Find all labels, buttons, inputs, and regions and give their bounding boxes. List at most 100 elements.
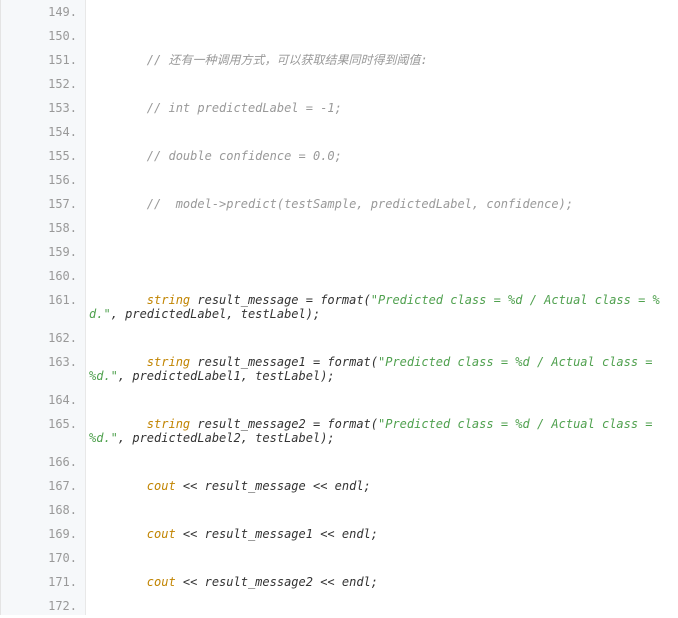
line-number: 168. [48, 503, 77, 517]
code-line: 167. cout << result_message << endl; [1, 474, 678, 498]
code-text: ​ [77, 546, 678, 570]
line-number: 159. [48, 245, 77, 259]
line-number: 172. [48, 599, 77, 613]
line-number-gutter [1, 0, 86, 615]
line-number: 166. [48, 455, 77, 469]
code-token: , predictedLabel1, testLabel); [117, 369, 335, 383]
code-keyword: string [146, 417, 191, 431]
code-line: 165. string result_message2 = format("Pr… [1, 412, 678, 450]
code-token: << result_message << endl; [175, 479, 371, 493]
code-line: 152.​ [1, 72, 678, 96]
code-text: cout << result_message << endl; [77, 474, 678, 498]
line-number: 153. [48, 101, 77, 115]
code-token [89, 355, 147, 369]
code-token [89, 293, 147, 307]
code-line: 149.​ [1, 0, 678, 24]
code-text: // double confidence = 0.0; [77, 144, 678, 168]
code-text: ​ [77, 264, 678, 288]
code-comment: // 还有一种调用方式，可以获取结果同时得到阈值: [89, 53, 428, 67]
code-token: result_message1 = format( [190, 355, 378, 369]
line-number: 170. [48, 551, 77, 565]
code-line: 172.​ [1, 594, 678, 618]
line-number: 161. [48, 293, 77, 307]
code-line: 162.​ [1, 326, 678, 350]
code-token: result_message2 = format( [190, 417, 378, 431]
code-line: 166.​ [1, 450, 678, 474]
code-keyword: cout [146, 575, 176, 589]
code-line: 150.​ [1, 24, 678, 48]
code-text: string result_message2 = format("Predict… [77, 412, 678, 450]
code-text: // 还有一种调用方式，可以获取结果同时得到阈值: [77, 48, 678, 72]
code-comment: // int predictedLabel = -1; [89, 101, 342, 115]
code-token: , predictedLabel2, testLabel); [117, 431, 335, 445]
line-number: 150. [48, 29, 77, 43]
code-text: ​ [77, 594, 678, 618]
code-token [89, 479, 147, 493]
code-text: // int predictedLabel = -1; [77, 96, 678, 120]
code-line: 170.​ [1, 546, 678, 570]
code-comment: // model->predict(testSample, predictedL… [89, 197, 574, 211]
code-line: 158.​ [1, 216, 678, 240]
line-number: 149. [48, 5, 77, 19]
code-text: string result_message1 = format("Predict… [77, 350, 678, 388]
line-number: 157. [48, 197, 77, 211]
code-token: << result_message2 << endl; [175, 575, 378, 589]
code-string: "Predicted class = %d / Actual class = %… [89, 355, 660, 383]
line-number: 169. [48, 527, 77, 541]
line-number: 162. [48, 331, 77, 345]
code-token: , predictedLabel, testLabel); [110, 307, 321, 321]
code-line: 151. // 还有一种调用方式，可以获取结果同时得到阈值: [1, 48, 678, 72]
code-line: 159.​ [1, 240, 678, 264]
code-line: 157. // model->predict(testSample, predi… [1, 192, 678, 216]
code-token: result_message = format( [190, 293, 371, 307]
code-text: cout << result_message2 << endl; [77, 570, 678, 594]
code-text: // model->predict(testSample, predictedL… [77, 192, 678, 216]
code-token [89, 527, 147, 541]
code-line: 156.​ [1, 168, 678, 192]
code-text: ​ [77, 72, 678, 96]
code-line: 153. // int predictedLabel = -1; [1, 96, 678, 120]
code-token [89, 417, 147, 431]
code-line: 168.​ [1, 498, 678, 522]
code-text: ​ [77, 216, 678, 240]
code-keyword: string [146, 355, 191, 369]
line-number: 151. [48, 53, 77, 67]
code-text: ​ [77, 498, 678, 522]
code-keyword: cout [146, 479, 176, 493]
line-number: 163. [48, 355, 77, 369]
code-line: 169. cout << result_message1 << endl; [1, 522, 678, 546]
code-comment: // double confidence = 0.0; [89, 149, 342, 163]
code-text: ​ [77, 0, 678, 24]
line-number: 155. [48, 149, 77, 163]
code-keyword: string [146, 293, 191, 307]
code-token [89, 575, 147, 589]
code-token: << result_message1 << endl; [175, 527, 378, 541]
code-text: ​ [77, 388, 678, 412]
line-number: 158. [48, 221, 77, 235]
line-number: 152. [48, 77, 77, 91]
code-line: 154.​ [1, 120, 678, 144]
code-line: 161. string result_message = format("Pre… [1, 288, 678, 326]
line-number: 171. [48, 575, 77, 589]
line-number: 154. [48, 125, 77, 139]
code-string: "Predicted class = %d / Actual class = %… [89, 417, 660, 445]
code-line: 171. cout << result_message2 << endl; [1, 570, 678, 594]
code-text: ​ [77, 326, 678, 350]
line-number: 165. [48, 417, 77, 431]
line-number: 156. [48, 173, 77, 187]
code-keyword: cout [146, 527, 176, 541]
line-number: 164. [48, 393, 77, 407]
code-line: 163. string result_message1 = format("Pr… [1, 350, 678, 388]
code-text: ​ [77, 168, 678, 192]
code-text: ​ [77, 24, 678, 48]
code-text: ​ [77, 240, 678, 264]
code-text: cout << result_message1 << endl; [77, 522, 678, 546]
line-number: 167. [48, 479, 77, 493]
code-text: string result_message = format("Predicte… [77, 288, 678, 326]
code-text: ​ [77, 450, 678, 474]
code-line: 155. // double confidence = 0.0; [1, 144, 678, 168]
code-text: ​ [77, 120, 678, 144]
code-string: "Predicted class = %d / Actual class = %… [89, 293, 660, 321]
